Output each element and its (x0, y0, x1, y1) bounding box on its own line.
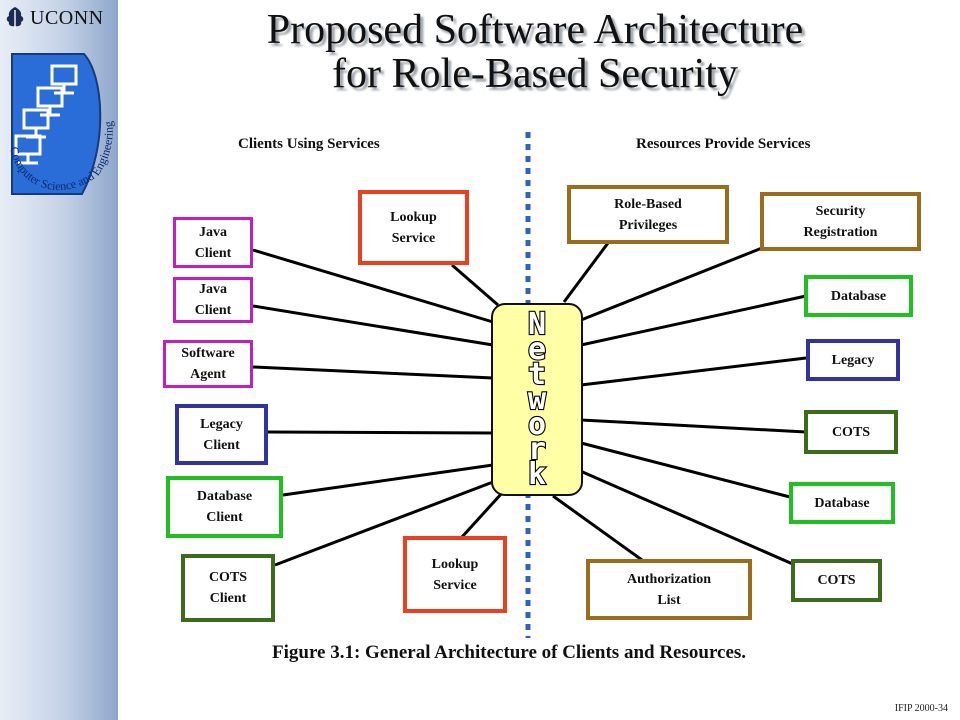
database-box-2: Database (789, 482, 895, 524)
box-label-line2: Client (206, 510, 243, 525)
oak-leaf-icon (6, 7, 24, 29)
box-label-line1: COTS (208, 570, 248, 585)
link-role-based (562, 242, 610, 303)
box-label-line2: List (657, 592, 681, 608)
link-legacy-client (267, 430, 494, 435)
slide-footer: IFIP 2000-34 (894, 703, 948, 714)
box-label-line1: Legacy (200, 416, 243, 432)
computer-science-seal: Computer Science and Engineering (7, 53, 116, 195)
box-label-line1: Database (196, 489, 253, 504)
box-label-line2: Client (203, 437, 240, 453)
link-java-client-1 (252, 248, 494, 324)
link-java-client-2 (252, 304, 494, 347)
box-label-line1: Role-Based (614, 196, 682, 212)
box-label-line1: Software (181, 346, 235, 361)
network-letter: e (527, 332, 547, 367)
uconn-logo: UCONN (4, 6, 104, 30)
box-label-line2: Agent (190, 367, 226, 382)
network-letter: r (527, 432, 547, 467)
link-cots-1 (580, 418, 807, 434)
legacy-box: Legacy (806, 339, 900, 381)
box-label-line1: Security (815, 203, 866, 219)
link-database-2 (580, 441, 791, 499)
slide-title: Proposed Software Architecture for Role-… (130, 8, 940, 96)
link-security-registration (580, 246, 763, 322)
title-line-1: Proposed Software Architecture (266, 7, 804, 53)
uconn-wordmark: UCONN (30, 6, 104, 29)
network-letter: N (527, 307, 547, 342)
box-label-line1: Lookup (431, 556, 479, 572)
clients-header: Clients Using Services (238, 136, 380, 152)
box-label-line1: Java (199, 224, 227, 240)
link-cots-2 (577, 468, 796, 567)
resources-header: Resources Provide Services (636, 136, 811, 152)
box-label-line2: Privileges (618, 217, 678, 233)
box-label-line2: Service (391, 230, 436, 246)
box-label-line2: Service (433, 577, 477, 593)
box-label-line1: Database (814, 495, 870, 511)
box-label-line2: Registration (803, 224, 878, 240)
network-letter: w (527, 382, 547, 417)
database-box-1: Database (804, 275, 913, 317)
network-letter: t (527, 357, 547, 392)
box-label-line1: COTS (817, 573, 856, 588)
box-label-line2: Client (209, 591, 247, 606)
box-label-line2: Client (194, 245, 232, 261)
box-label-line1: Database (830, 288, 887, 304)
cots-box-2: COTS (791, 559, 882, 602)
link-database-1 (580, 294, 807, 347)
title-line-2: for Role-Based Security (332, 51, 738, 97)
box-label-line1: COTS (831, 424, 871, 440)
network-letter: o (527, 407, 547, 442)
box-label-line1: Legacy (831, 352, 875, 368)
link-lookup-top (451, 263, 499, 307)
sidebar-band: UCONN Computer Science and Engineering (0, 0, 118, 720)
box-label-line1: Lookup (390, 209, 437, 225)
figure-caption: Figure 3.1: General Architecture of Clie… (272, 642, 747, 663)
link-lookup-bottom (460, 491, 504, 539)
cots-box-1: COTS (804, 410, 898, 454)
cots-client-box: COTS Client (181, 554, 275, 622)
network-letter: k (527, 457, 547, 492)
box-label-line1: Java (199, 282, 227, 297)
link-database-client (282, 463, 494, 497)
link-cots-client (274, 480, 494, 567)
link-software-agent (252, 365, 494, 380)
network-hub: N e t w o r k (491, 303, 583, 496)
box-label-line2: Client (194, 303, 232, 318)
link-legacy (580, 356, 807, 387)
box-label-line1: Authorization (627, 571, 711, 587)
link-authorization (552, 494, 643, 562)
